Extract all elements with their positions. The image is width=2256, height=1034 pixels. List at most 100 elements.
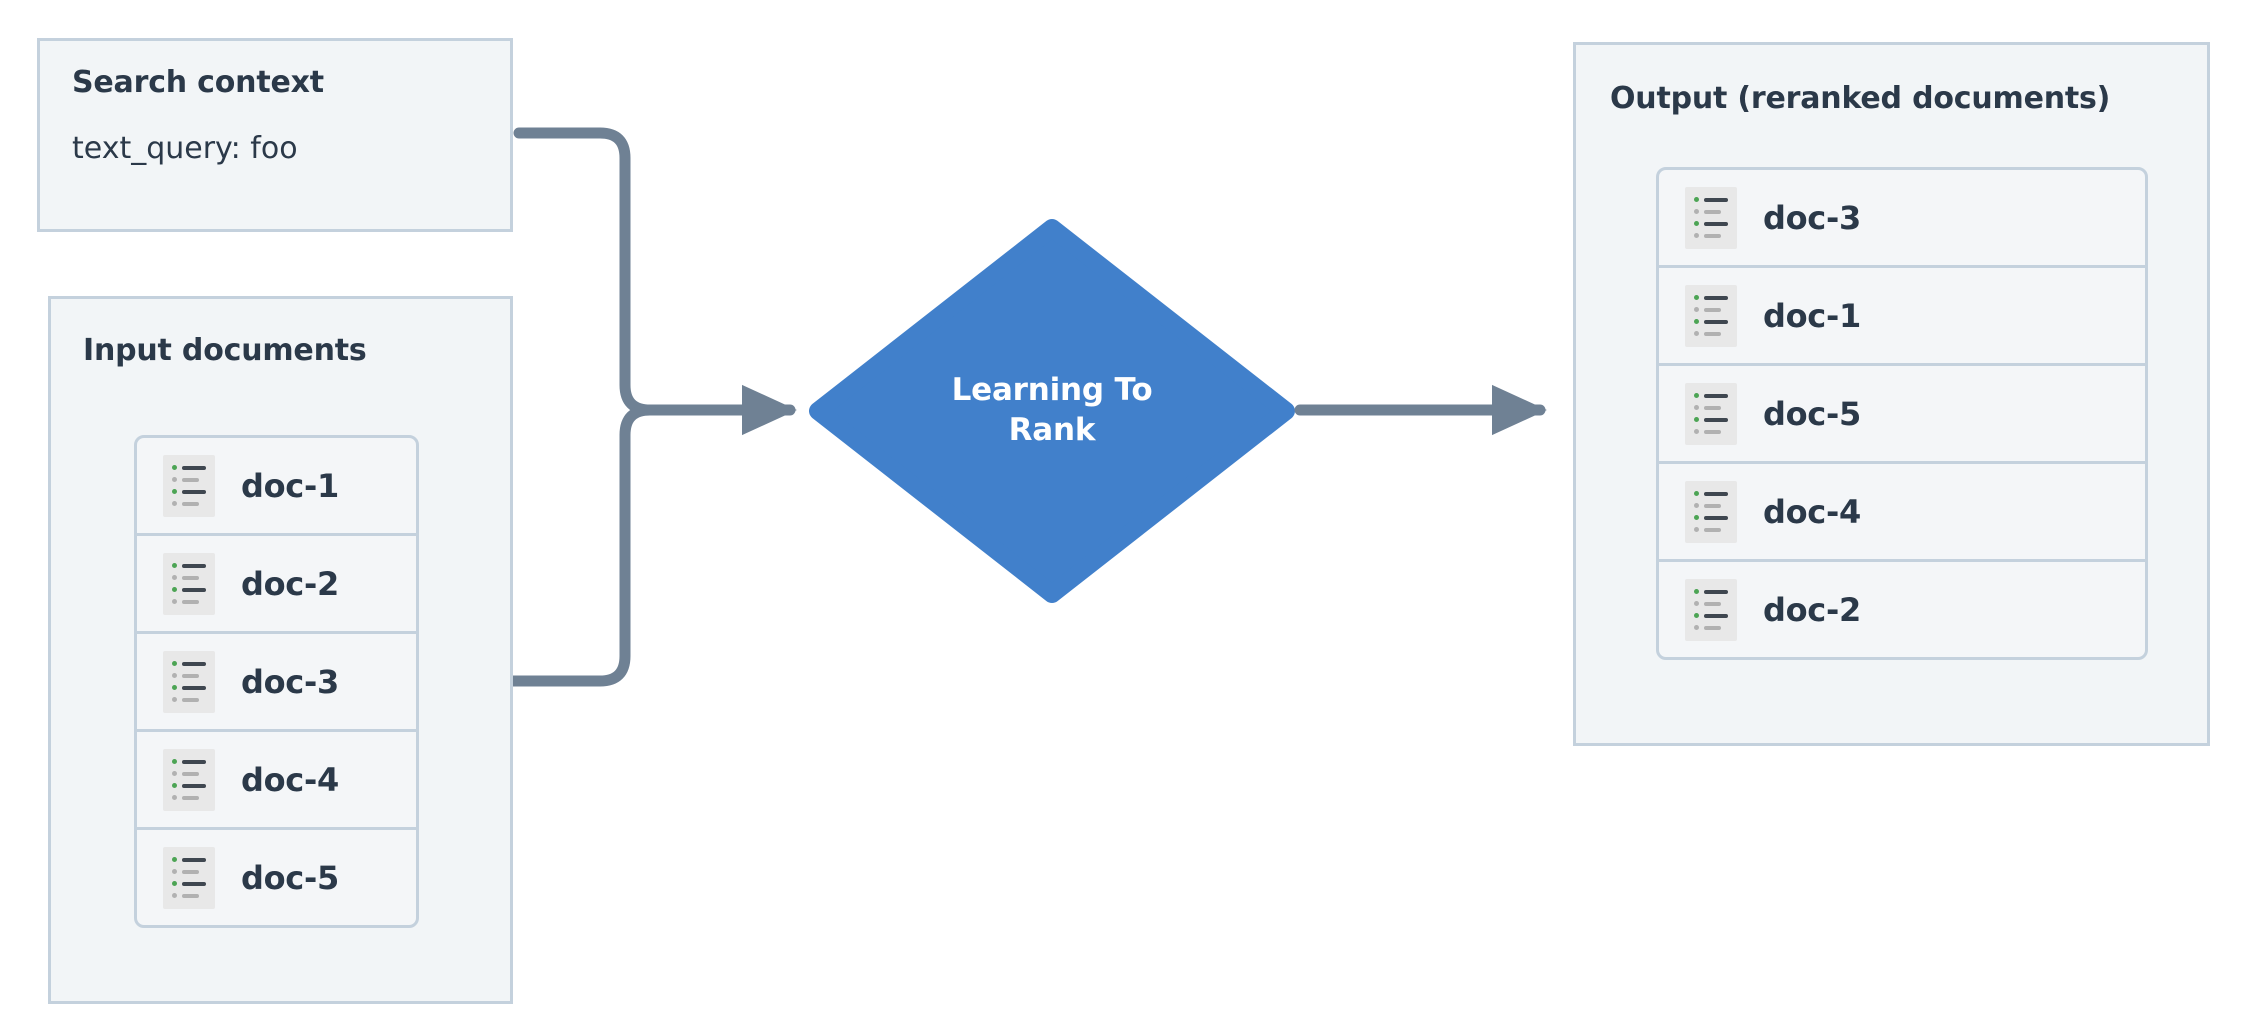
document-icon-bar bbox=[182, 881, 206, 886]
document-icon-bullet bbox=[1694, 221, 1699, 226]
document-icon-line bbox=[1694, 307, 1728, 312]
document-icon-line bbox=[172, 661, 206, 666]
document-list-icon bbox=[163, 846, 215, 909]
document-icon-bar bbox=[182, 599, 199, 604]
document-icon-line bbox=[172, 575, 206, 580]
document-icon-bar bbox=[182, 783, 206, 788]
document-row[interactable]: doc-4 bbox=[134, 729, 419, 830]
document-icon-bullet bbox=[1694, 319, 1699, 324]
document-icon-bar bbox=[1704, 491, 1728, 496]
document-list-icon bbox=[163, 552, 215, 615]
document-label: doc-1 bbox=[1763, 296, 1861, 335]
document-icon-bar bbox=[182, 575, 199, 580]
document-icon-bar bbox=[1704, 527, 1721, 532]
document-icon-bar bbox=[1704, 209, 1721, 214]
document-row[interactable]: doc-3 bbox=[1656, 167, 2148, 268]
document-icon-bullet bbox=[172, 685, 177, 690]
document-icon-line bbox=[172, 599, 206, 604]
document-list-icon bbox=[163, 454, 215, 517]
document-row[interactable]: doc-1 bbox=[134, 435, 419, 536]
document-icon-bar bbox=[1704, 405, 1721, 410]
document-icon-line bbox=[1694, 233, 1728, 238]
document-icon-line bbox=[1694, 295, 1728, 300]
document-icon-bullet bbox=[1694, 429, 1699, 434]
document-list-icon bbox=[1685, 480, 1737, 543]
document-icon-bar bbox=[1704, 331, 1721, 336]
document-icon-line bbox=[172, 771, 206, 776]
document-icon-line bbox=[1694, 393, 1728, 398]
document-row[interactable]: doc-2 bbox=[1656, 559, 2148, 660]
document-icon-bar bbox=[1704, 221, 1728, 226]
document-icon-bar bbox=[182, 501, 199, 506]
document-icon-bar bbox=[182, 489, 206, 494]
document-label: doc-1 bbox=[241, 466, 339, 505]
document-icon-bullet bbox=[1694, 625, 1699, 630]
document-icon-bullet bbox=[1694, 307, 1699, 312]
document-icon-bar bbox=[182, 795, 199, 800]
document-icon-bullet bbox=[1694, 209, 1699, 214]
document-icon-bullet bbox=[1694, 601, 1699, 606]
document-icon-bullet bbox=[172, 501, 177, 506]
search-context-title: Search context bbox=[72, 65, 324, 100]
document-icon-bullet bbox=[1694, 393, 1699, 398]
document-label: doc-5 bbox=[241, 858, 339, 897]
document-icon-bar bbox=[1704, 613, 1728, 618]
document-icon-line bbox=[172, 673, 206, 678]
document-icon-bar bbox=[182, 477, 199, 482]
document-icon-bar bbox=[1704, 295, 1728, 300]
connector-search-context-to-ltr bbox=[513, 127, 656, 416]
document-icon-bullet bbox=[172, 575, 177, 580]
document-icon-bullet bbox=[172, 759, 177, 764]
document-icon-bar bbox=[1704, 429, 1721, 434]
document-icon-line bbox=[1694, 625, 1728, 630]
document-icon-bar bbox=[182, 759, 206, 764]
document-icon-bullet bbox=[172, 857, 177, 862]
document-icon-bullet bbox=[1694, 331, 1699, 336]
document-row[interactable]: doc-4 bbox=[1656, 461, 2148, 562]
document-icon-line bbox=[172, 587, 206, 592]
learning-to-rank-label: Learning To Rank bbox=[818, 228, 1286, 594]
document-icon-bullet bbox=[172, 795, 177, 800]
document-icon-bar bbox=[182, 587, 206, 592]
document-icon-bullet bbox=[1694, 405, 1699, 410]
document-icon-line bbox=[1694, 601, 1728, 606]
document-icon-line bbox=[172, 759, 206, 764]
document-icon-bar bbox=[182, 697, 199, 702]
document-row[interactable]: doc-2 bbox=[134, 533, 419, 634]
document-icon-bullet bbox=[172, 697, 177, 702]
document-icon-bullet bbox=[1694, 417, 1699, 422]
document-icon-bullet bbox=[172, 673, 177, 678]
document-label: doc-3 bbox=[1763, 198, 1861, 237]
document-icon-bullet bbox=[172, 587, 177, 592]
document-icon-bar bbox=[182, 771, 199, 776]
document-icon-line bbox=[172, 563, 206, 568]
document-list-icon bbox=[1685, 284, 1737, 347]
document-icon-bullet bbox=[172, 869, 177, 874]
document-icon-bullet bbox=[172, 893, 177, 898]
document-icon-line bbox=[172, 795, 206, 800]
document-icon-bullet bbox=[172, 489, 177, 494]
learning-to-rank-node[interactable]: Learning To Rank bbox=[818, 228, 1286, 594]
document-row[interactable]: doc-5 bbox=[134, 827, 419, 928]
document-icon-line bbox=[1694, 405, 1728, 410]
document-icon-bullet bbox=[172, 771, 177, 776]
document-icon-line bbox=[172, 501, 206, 506]
ltr-diamond-shape bbox=[809, 219, 1295, 603]
document-list-icon bbox=[1685, 186, 1737, 249]
document-icon-bullet bbox=[1694, 503, 1699, 508]
document-row[interactable]: doc-3 bbox=[134, 631, 419, 732]
document-icon-line bbox=[1694, 197, 1728, 202]
document-list-icon bbox=[1685, 578, 1737, 641]
document-icon-line bbox=[172, 465, 206, 470]
document-icon-bar bbox=[1704, 589, 1728, 594]
document-list-icon bbox=[1685, 382, 1737, 445]
document-row[interactable]: doc-1 bbox=[1656, 265, 2148, 366]
document-row[interactable]: doc-5 bbox=[1656, 363, 2148, 464]
document-icon-bar bbox=[1704, 393, 1728, 398]
document-label: doc-2 bbox=[1763, 590, 1861, 629]
input-documents-title: Input documents bbox=[83, 333, 367, 368]
document-label: doc-4 bbox=[1763, 492, 1861, 531]
document-icon-bullet bbox=[172, 477, 177, 482]
